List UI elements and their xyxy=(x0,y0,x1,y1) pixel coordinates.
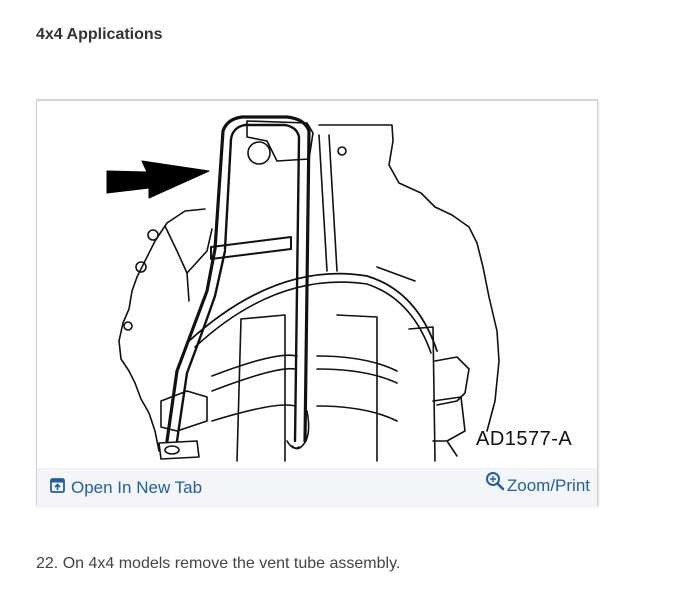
zoom-in-icon xyxy=(485,471,505,496)
arrow-right-icon xyxy=(106,160,210,199)
open-in-new-tab-label: Open In New Tab xyxy=(71,478,203,497)
figure-card: AD1577-A Open In New Tab Zoom/Print xyxy=(36,99,598,507)
open-in-new-tab-link[interactable]: Open In New Tab xyxy=(50,478,202,498)
figure-code-label: AD1577-A xyxy=(476,428,573,450)
step-instruction: 22. On 4x4 models remove the vent tube a… xyxy=(36,555,401,572)
zoom-print-label: Zoom/Print xyxy=(506,475,590,495)
figure-footer: Open In New Tab Zoom/Print xyxy=(37,468,597,507)
zoom-print-link[interactable]: Zoom/Print xyxy=(485,472,590,496)
transmission-vent-tube-illustration: AD1577-A xyxy=(37,101,597,468)
section-heading: 4x4 Applications xyxy=(36,26,163,43)
open-in-new-tab-icon xyxy=(50,478,65,498)
